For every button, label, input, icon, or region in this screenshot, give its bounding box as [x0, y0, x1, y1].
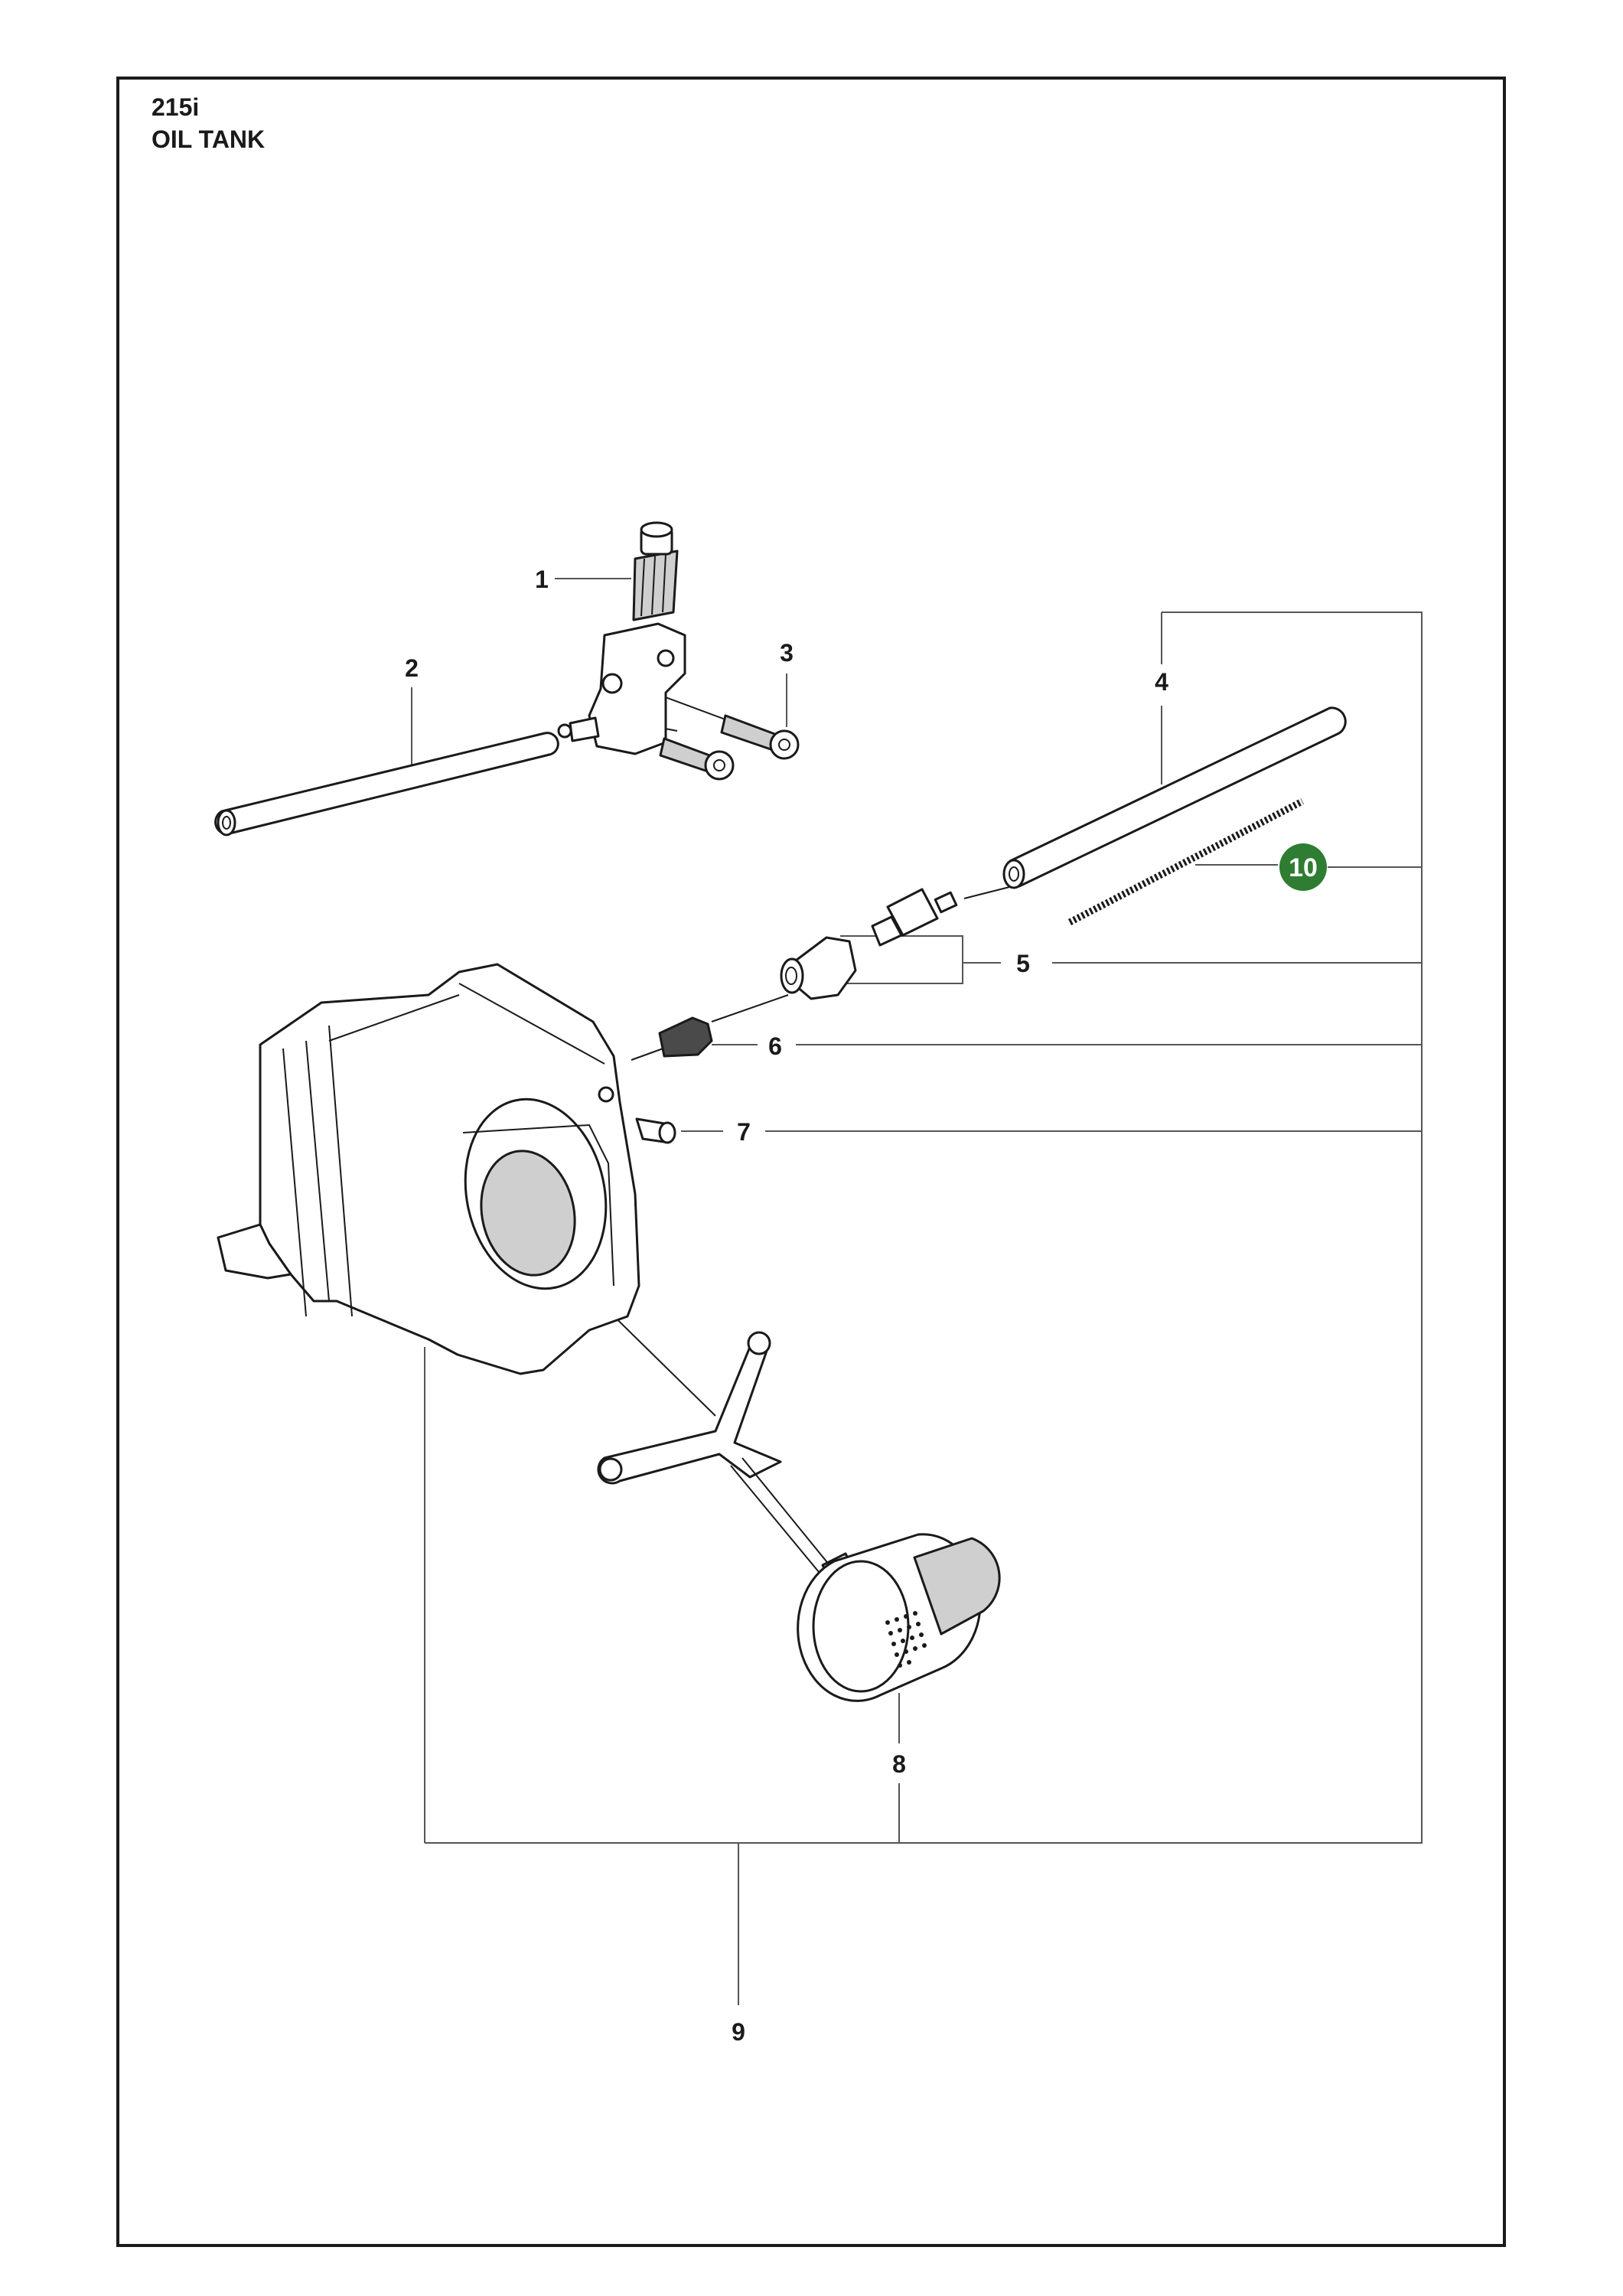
callout-9[interactable]: 9: [732, 2018, 745, 2046]
callout-10[interactable]: 10: [1289, 853, 1318, 882]
callout-6[interactable]: 6: [768, 1032, 782, 1060]
filter-part-6: [658, 1016, 713, 1058]
callout-2[interactable]: 2: [405, 654, 419, 682]
hose-part-2: [214, 732, 559, 837]
bolt-part-7: [635, 1117, 676, 1144]
filler-cap-part-8: [597, 1331, 1001, 1702]
callout-1[interactable]: 1: [535, 566, 549, 593]
callout-7[interactable]: 7: [737, 1118, 751, 1146]
screws-part-3: [659, 714, 800, 781]
section-title: OIL TANK: [152, 126, 266, 153]
drawing-frame: [116, 77, 1506, 2247]
callout-3[interactable]: 3: [780, 639, 794, 667]
suction-hose-part-4: [1002, 706, 1347, 889]
model-number: 215i: [152, 93, 200, 121]
callout-5[interactable]: 5: [1016, 950, 1030, 977]
highlight-badge: [1279, 843, 1327, 891]
fitting-part-5: [780, 888, 958, 1000]
leader-lines: [411, 578, 1423, 2005]
callout-8[interactable]: 8: [892, 1750, 906, 1778]
callout-4[interactable]: 4: [1155, 668, 1168, 696]
oil-tank-part-9: [217, 963, 640, 1375]
oil-pump-part-1: [557, 521, 686, 755]
callouts: 1 2 3 4 5 6 7 8 9 10: [405, 566, 1327, 2046]
